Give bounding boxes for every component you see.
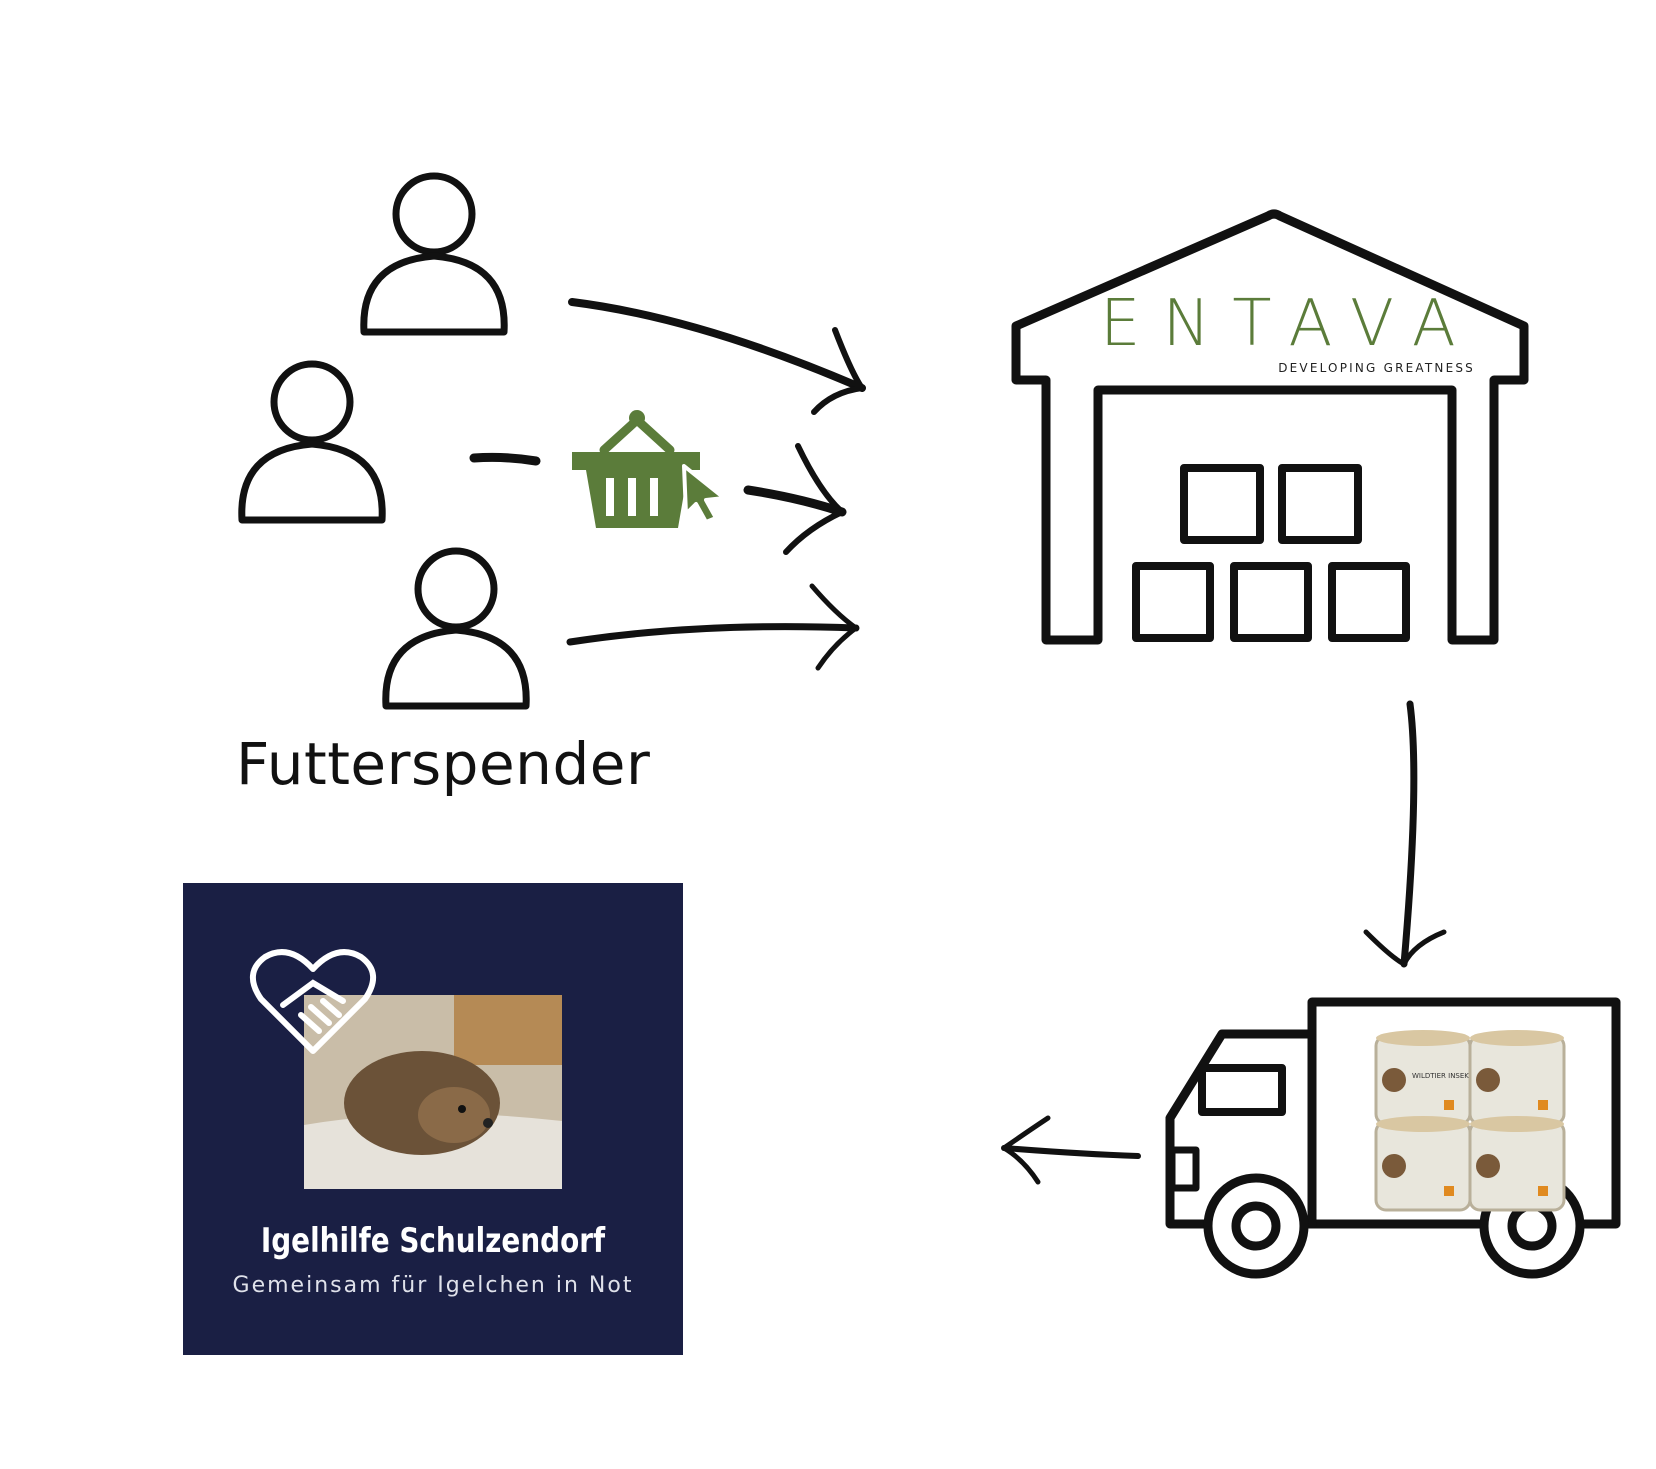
person-icon	[360, 172, 508, 336]
arrow-donor-to-warehouse-1	[568, 298, 866, 415]
organization-name: Igelhilfe Schulzendorf	[260, 1221, 606, 1261]
food-can: WILDTIER INSEKTENPÜREE	[1374, 1030, 1505, 1126]
organization-tagline: Gemeinsam für Igelchen in Not	[232, 1273, 634, 1298]
donors-label: Futterspender	[236, 730, 651, 798]
heart-handshake-icon	[250, 949, 376, 1054]
warehouse-icon	[1011, 209, 1529, 645]
brand-name: ENTAVA	[1100, 287, 1478, 361]
food-can	[1468, 1030, 1566, 1126]
shopping-basket-cursor-icon	[572, 410, 726, 528]
food-can	[1468, 1116, 1566, 1212]
can-label: WILDTIER INSEKTENPÜREE	[1412, 1071, 1505, 1080]
arrow-donor-to-warehouse-2	[469, 443, 847, 555]
arrow-warehouse-to-truck	[1363, 700, 1447, 968]
organization-logo: Igelhilfe Schulzendorf Gemeinsam für Ige…	[183, 883, 683, 1355]
person-icon	[382, 547, 530, 710]
arrow-truck-to-organization	[1001, 1115, 1141, 1185]
brand-tagline: DEVELOPING GREATNESS	[1278, 361, 1475, 375]
hedgehog-photo	[304, 995, 562, 1189]
food-cans: WILDTIER INSEKTENPÜREE	[1374, 1030, 1566, 1212]
person-icon	[238, 360, 386, 524]
arrow-donor-to-warehouse-3	[566, 583, 860, 671]
food-can	[1374, 1116, 1472, 1212]
